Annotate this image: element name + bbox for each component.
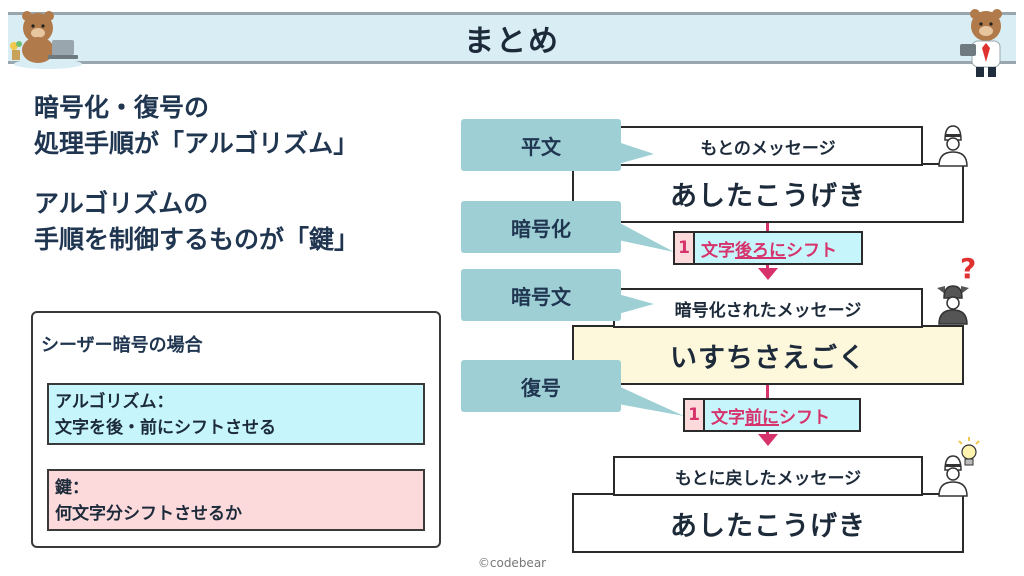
restored-value-box: あしたこうげき (572, 493, 964, 553)
decrypt-text-direction: 前に (745, 407, 779, 428)
lead-line-2: 処理手順が「アルゴリズム」 (34, 129, 359, 158)
key-description: 何文字分シフトさせるか (55, 504, 242, 524)
restored-label: もとに戻したメッセージ (674, 468, 862, 489)
receiver-soldier-icon (938, 455, 968, 497)
question-mark-icon: ? (960, 252, 977, 285)
lead-text-key: アルゴリズムの 手順を制御するものが「鍵」 (34, 186, 359, 258)
decrypt-shift-count: 1 (685, 400, 705, 430)
encrypt-tag-label: 暗号化 (511, 216, 571, 241)
bear-with-laptop-icon (10, 11, 82, 69)
lead-line-3: アルゴリズムの (34, 189, 209, 218)
flow-arrow-2 (758, 434, 778, 446)
decrypt-tag-pointer (618, 386, 684, 416)
decrypt-text-char: 文字 (711, 407, 745, 428)
decrypt-operation-text: 文字前にシフト (705, 400, 836, 430)
key-label: 鍵： (55, 478, 89, 498)
encrypt-tag: 暗号化 (461, 201, 621, 253)
caesar-case-box: シーザー暗号の場合 アルゴリズム： 文字を後・前にシフトさせる 鍵： 何文字分シ… (31, 311, 441, 548)
ciphertext-tag-label: 暗号文 (511, 284, 571, 309)
caesar-case-title: シーザー暗号の場合 (41, 335, 203, 356)
algorithm-info-box: アルゴリズム： 文字を後・前にシフトさせる (47, 383, 425, 445)
bear-with-tie-icon (960, 9, 1002, 77)
key-info-box: 鍵： 何文字分シフトさせるか (47, 469, 425, 531)
plaintext-value-box: あしたこうげき (572, 163, 964, 223)
lead-line-4: 手順を制御するものが「鍵」 (34, 225, 360, 254)
restored-label-box: もとに戻したメッセージ (613, 456, 923, 496)
ciphertext-tag: 暗号文 (461, 269, 621, 321)
encrypt-shift-count: 1 (675, 233, 695, 263)
plaintext-label: もとのメッセージ (700, 138, 836, 159)
flow-arrow-1 (758, 268, 778, 280)
plaintext-tag: 平文 (461, 119, 621, 171)
lightbulb-icon (958, 437, 980, 466)
title-bar: まとめ (8, 12, 1016, 64)
page-title: まとめ (464, 24, 560, 59)
plaintext-label-box: もとのメッセージ (613, 126, 923, 166)
encrypt-operation-text: 文字後ろにシフト (695, 233, 843, 263)
plaintext-tag-label: 平文 (521, 134, 561, 159)
algorithm-description: 文字を後・前にシフトさせる (55, 418, 276, 438)
sender-soldier-icon (938, 125, 968, 167)
encrypt-text-direction: 後ろに (735, 240, 786, 261)
encrypt-operation-box: 1 文字後ろにシフト (673, 231, 863, 265)
algorithm-label: アルゴリズム： (55, 392, 174, 412)
restored-value: あしたこうげき (670, 510, 866, 542)
ciphertext-tag-pointer (618, 294, 654, 314)
lead-text-algorithm: 暗号化・復号の 処理手順が「アルゴリズム」 (34, 90, 358, 162)
ciphertext-value-box: いすちさえごく (572, 325, 964, 385)
plaintext-value: あしたこうげき (670, 180, 866, 212)
decrypt-text-shift: シフト (779, 407, 830, 428)
encrypt-text-char: 文字 (701, 240, 735, 261)
ciphertext-value: いすちさえごく (670, 342, 866, 374)
decrypt-operation-box: 1 文字前にシフト (683, 398, 861, 432)
ciphertext-label: 暗号化されたメッセージ (674, 300, 862, 321)
decrypt-tag-label: 復号 (521, 375, 561, 400)
credit-text: ©codebear (477, 556, 547, 570)
decrypt-tag: 復号 (461, 360, 621, 412)
enemy-soldier-icon (937, 285, 969, 325)
encrypt-tag-pointer (618, 222, 674, 252)
encrypt-text-shift: シフト (786, 240, 837, 261)
ciphertext-label-box: 暗号化されたメッセージ (613, 288, 923, 328)
plaintext-tag-pointer (618, 142, 654, 164)
lead-line-1: 暗号化・復号の (34, 93, 210, 122)
